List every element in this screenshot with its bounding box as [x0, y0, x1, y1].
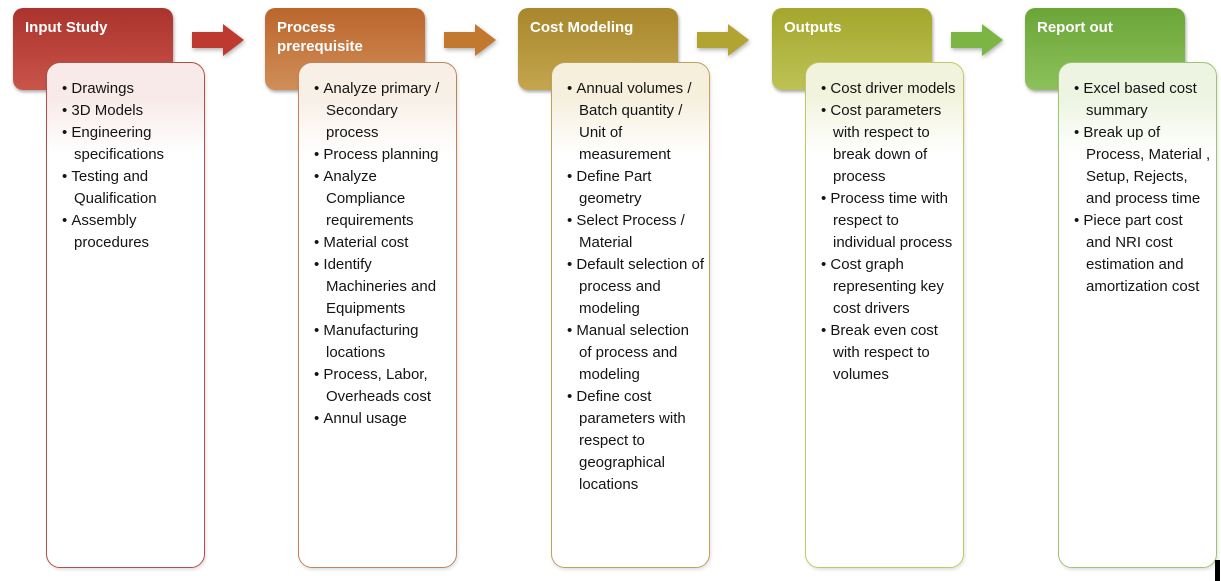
bullet-item: 3D Models: [62, 100, 199, 122]
stage-title: Process prerequisite: [277, 19, 363, 55]
bullet-item: Identify Machineries and Equipments: [314, 254, 451, 320]
stage-title: Outputs: [784, 19, 842, 36]
flow-arrow-icon: [444, 24, 496, 56]
bullet-item: Cost driver models: [821, 78, 958, 100]
bullet-item: Annul usage: [314, 408, 451, 430]
process-stage: Process prerequisite Analyze primary / S…: [265, 0, 517, 581]
stage-title: Cost Modeling: [530, 19, 634, 36]
stage-content-box[interactable]: Annual volumes / Batch quantity / Unit o…: [551, 62, 710, 568]
stage-bullet-list: Excel based cost summaryBreak up of Proc…: [1059, 63, 1216, 298]
stage-content-box[interactable]: Cost driver modelsCost parameters with r…: [805, 62, 964, 568]
stage-bullet-list: Annual volumes / Batch quantity / Unit o…: [552, 63, 709, 496]
stage-title: Input Study: [25, 19, 108, 36]
bullet-item: Select Process / Material: [567, 210, 704, 254]
stage-content-box[interactable]: Excel based cost summaryBreak up of Proc…: [1058, 62, 1217, 568]
stage-content-box[interactable]: Analyze primary / Secondary processProce…: [298, 62, 457, 568]
stage-bullet-list: Cost driver modelsCost parameters with r…: [806, 63, 963, 386]
flow-arrow-icon: [192, 24, 244, 56]
bullet-item: Process planning: [314, 144, 451, 166]
bullet-item: Default selection of process and modelin…: [567, 254, 704, 320]
bullet-item: Excel based cost summary: [1074, 78, 1211, 122]
bullet-item: Define cost parameters with respect to g…: [567, 386, 704, 496]
bullet-item: Process time with respect to individual …: [821, 188, 958, 254]
process-stage: Input Study Drawings3D ModelsEngineering…: [13, 0, 265, 581]
text-cursor-bar: [1215, 560, 1220, 581]
stage-content-box[interactable]: Drawings3D ModelsEngineering specificati…: [46, 62, 205, 568]
bullet-item: Piece part cost and NRI cost estimation …: [1074, 210, 1211, 298]
bullet-item: Engineering specifications: [62, 122, 199, 166]
bullet-item: Break up of Process, Material , Setup, R…: [1074, 122, 1211, 210]
bullet-item: Drawings: [62, 78, 199, 100]
process-stage: Cost Modeling Annual volumes / Batch qua…: [518, 0, 770, 581]
bullet-item: Testing and Qualification: [62, 166, 199, 210]
process-stage: Outputs Cost driver modelsCost parameter…: [772, 0, 1024, 581]
bullet-item: Manual selection of process and modeling: [567, 320, 704, 386]
stage-title: Report out: [1037, 19, 1113, 36]
bullet-item: Material cost: [314, 232, 451, 254]
bullet-item: Cost graph representing key cost drivers: [821, 254, 958, 320]
bullet-item: Cost parameters with respect to break do…: [821, 100, 958, 188]
flow-arrow-icon: [697, 24, 749, 56]
bullet-item: Break even cost with respect to volumes: [821, 320, 958, 386]
bullet-item: Manufacturing locations: [314, 320, 451, 364]
bullet-item: Annual volumes / Batch quantity / Unit o…: [567, 78, 704, 166]
process-stage: Report out Excel based cost summaryBreak…: [1025, 0, 1221, 581]
bullet-item: Analyze primary / Secondary process: [314, 78, 451, 144]
flow-arrow-icon: [951, 24, 1003, 56]
bullet-item: Analyze Compliance requirements: [314, 166, 451, 232]
stage-bullet-list: Drawings3D ModelsEngineering specificati…: [47, 63, 204, 254]
bullet-item: Assembly procedures: [62, 210, 199, 254]
bullet-item: Process, Labor, Overheads cost: [314, 364, 451, 408]
bullet-item: Define Part geometry: [567, 166, 704, 210]
stage-bullet-list: Analyze primary / Secondary processProce…: [299, 63, 456, 430]
